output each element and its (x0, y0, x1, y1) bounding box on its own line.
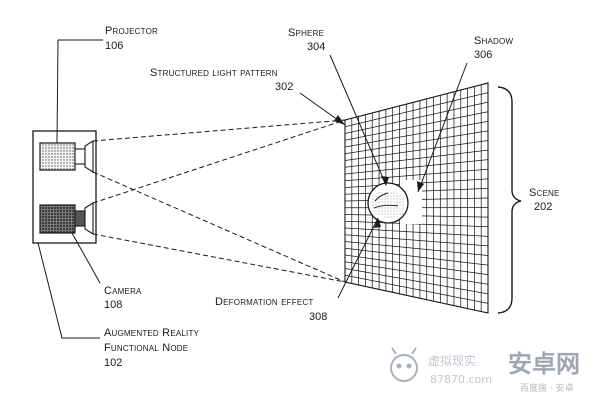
grid-horizontal-line (344, 261, 489, 285)
label-pattern: Structured light pattern 302 (150, 67, 293, 93)
watermark-brand: 安卓网 (508, 350, 580, 378)
label-node-line1: Augmented Reality (104, 327, 200, 339)
grid-horizontal-line (344, 149, 489, 168)
label-deformation-name: Deformation effect (215, 296, 313, 308)
grid-horizontal-line (344, 92, 489, 128)
label-node-line2: Functional Node (104, 342, 188, 354)
grid-horizontal-line (344, 168, 489, 182)
label-projector: Projector 106 (105, 25, 158, 52)
label-projector-name: Projector (105, 25, 158, 37)
arrowheads (334, 115, 424, 228)
label-node-ref: 102 (104, 357, 122, 369)
watermark-tagline: 百度搜 · 安卓 (520, 382, 574, 394)
grid-horizontal-line (344, 111, 489, 141)
label-camera: Camera 108 (104, 285, 142, 311)
grid-horizontal-line (344, 268, 489, 295)
grid-horizontal-line (344, 227, 489, 237)
label-sphere-ref: 304 (307, 41, 325, 53)
label-shadow-name: Shadow (474, 35, 513, 47)
watermark-cn-text: 虚拟现实 (428, 353, 476, 368)
grid-horizontal-line (344, 247, 489, 266)
grid-horizontal-line (344, 254, 489, 276)
sphere (367, 182, 409, 224)
label-sphere-name: Sphere (288, 27, 324, 39)
grid-horizontal-line (344, 159, 489, 175)
projector-device (39, 140, 94, 173)
label-sphere: Sphere 304 (288, 27, 325, 53)
label-camera-name: Camera (104, 285, 142, 297)
label-scene-ref: 202 (534, 201, 552, 213)
label-shadow: Shadow 306 (474, 35, 513, 61)
grid-horizontal-line (344, 101, 489, 134)
grid-horizontal-line (344, 241, 489, 256)
watermark-site: 87870.com (430, 373, 492, 386)
label-scene-name: Scene (529, 187, 560, 199)
label-deformation: Deformation effect 308 (215, 296, 327, 323)
projection-lines (92, 119, 346, 283)
grid-horizontal-line (344, 274, 489, 304)
watermark: 虚拟现实 87870.com 安卓网 百度搜 · 安卓 (390, 347, 580, 394)
camera-device (39, 202, 94, 235)
robot-logo-icon (390, 347, 418, 382)
grid-horizontal-line (344, 140, 489, 161)
label-camera-ref: 108 (104, 299, 122, 311)
leader-lines (37, 39, 468, 339)
label-pattern-ref: 302 (275, 81, 293, 93)
label-shadow-ref: 306 (474, 49, 492, 61)
label-projector-ref: 106 (105, 40, 123, 52)
grid-outline (344, 82, 489, 314)
grid-horizontal-line (344, 120, 489, 148)
scene-brace (497, 86, 522, 314)
label-deformation-ref: 308 (309, 311, 327, 323)
label-pattern-name: Structured light pattern (150, 67, 278, 79)
label-node: Augmented Reality Functional Node 102 (104, 327, 200, 369)
grid-horizontal-line (344, 130, 489, 155)
label-scene: Scene 202 (529, 187, 560, 213)
